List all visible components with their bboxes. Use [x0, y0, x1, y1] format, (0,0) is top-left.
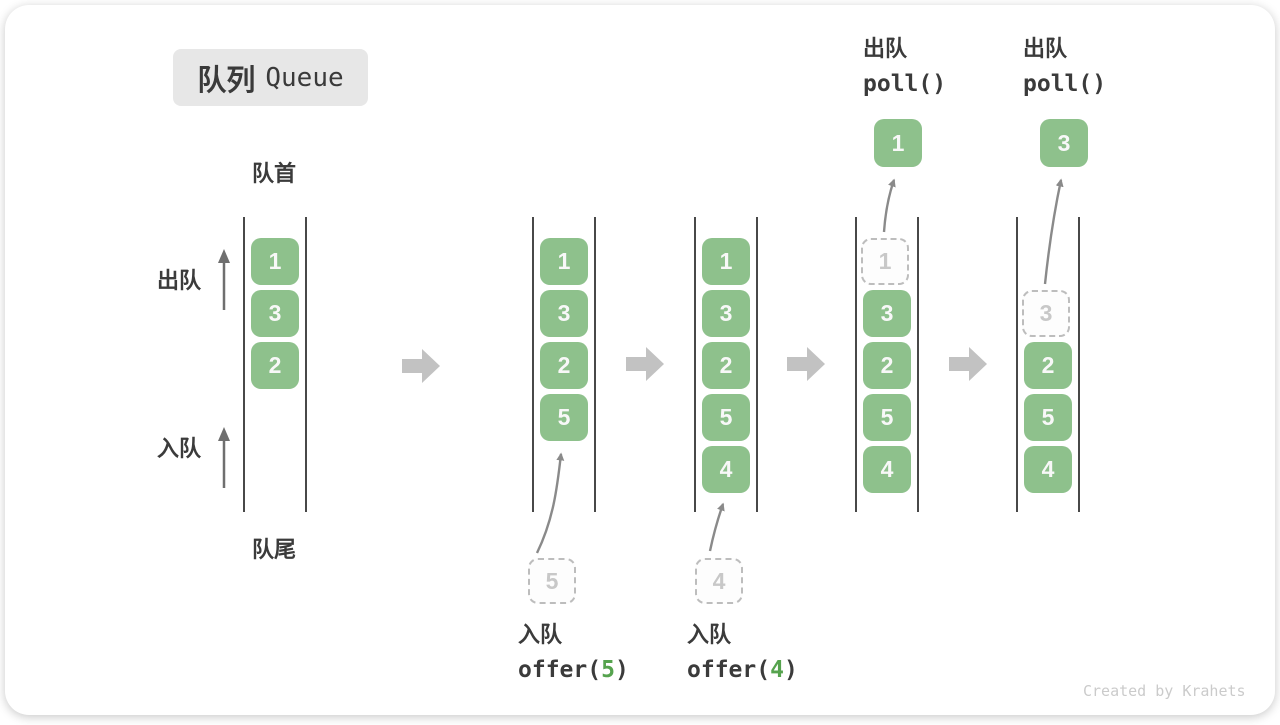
queue-item: 1: [540, 238, 588, 285]
queue-state-5: 3 2 5 4: [1016, 217, 1080, 512]
label-queue-front: 队首: [251, 161, 296, 186]
queue-state-2: 1 3 2 5: [532, 217, 596, 512]
queue-item: 2: [702, 342, 750, 389]
label-enqueue: 入队: [157, 436, 202, 461]
queue-item: 4: [702, 446, 750, 493]
queue-item: 2: [863, 342, 911, 389]
title-zh: 队列: [197, 64, 256, 97]
queue-item: 3: [540, 290, 588, 337]
operation-label: 入队: [518, 622, 563, 647]
pending-enqueue-box: 4: [695, 558, 743, 604]
state-transition-arrow-icon: [949, 347, 987, 381]
queue-item: 5: [702, 394, 750, 441]
operation-poll-1: 出队 poll(): [863, 36, 946, 97]
queue-item: 4: [1024, 446, 1072, 493]
queue-item: 5: [1024, 394, 1072, 441]
title-badge: 队列 Queue: [173, 49, 368, 106]
queue-item: 2: [540, 342, 588, 389]
pending-enqueue-box: 5: [528, 558, 576, 604]
arrows-overlay: [218, 178, 1064, 554]
queue-item: 1: [251, 238, 299, 285]
label-dequeue: 出队: [157, 268, 202, 293]
code-text: ): [783, 657, 798, 683]
code-text: ): [614, 657, 629, 683]
queue-item: 1: [702, 238, 750, 285]
queue-state-1: 1 3 2: [243, 217, 307, 512]
operation-poll-3: 出队 poll(): [1023, 36, 1106, 97]
queue-item: 5: [540, 394, 588, 441]
diagram-canvas: 队列 Queue 队首 队尾 出队 入队 1 3 2 1 3 2 5 1 3 2…: [5, 5, 1275, 715]
queue-item: 3: [702, 290, 750, 337]
queue-item: 4: [863, 446, 911, 493]
code-arg: 4: [770, 657, 784, 683]
removed-item-ghost: 1: [861, 238, 909, 285]
state-transition-arrow-icon: [787, 347, 825, 381]
operation-code: poll(): [863, 71, 947, 97]
operation-label: 入队: [687, 622, 732, 647]
operation-enqueue-5: 入队 offer(5): [518, 622, 629, 683]
queue-item: 2: [1024, 342, 1072, 389]
polled-result-box: 3: [1040, 119, 1088, 167]
state-transition-arrow-icon: [626, 347, 664, 381]
operation-label: 出队: [1023, 36, 1068, 61]
label-queue-rear: 队尾: [251, 537, 296, 562]
polled-result-box: 1: [874, 119, 922, 167]
dequeue-direction-arrow-icon: [218, 249, 230, 310]
enqueue-direction-arrow-icon: [218, 427, 230, 488]
code-text: offer(: [687, 657, 771, 683]
queue-state-3: 1 3 2 5 4: [694, 217, 758, 512]
operation-label: 出队: [863, 36, 908, 61]
watermark-credit: Created by Krahets: [1083, 682, 1246, 700]
queue-item: 3: [251, 290, 299, 337]
operation-code: offer(5): [518, 657, 629, 683]
state-transition-arrow-icon: [402, 349, 440, 383]
removed-item-ghost: 3: [1022, 290, 1070, 337]
code-arg: 5: [601, 657, 615, 683]
operation-code: poll(): [1023, 71, 1107, 97]
queue-item: 3: [863, 290, 911, 337]
title-en: Queue: [265, 62, 344, 93]
code-text: offer(: [518, 657, 602, 683]
operation-enqueue-4: 入队 offer(4): [687, 622, 798, 683]
queue-item: 2: [251, 342, 299, 389]
queue-state-4: 1 3 2 5 4: [855, 217, 919, 512]
queue-item: 5: [863, 394, 911, 441]
operation-code: offer(4): [687, 657, 798, 683]
